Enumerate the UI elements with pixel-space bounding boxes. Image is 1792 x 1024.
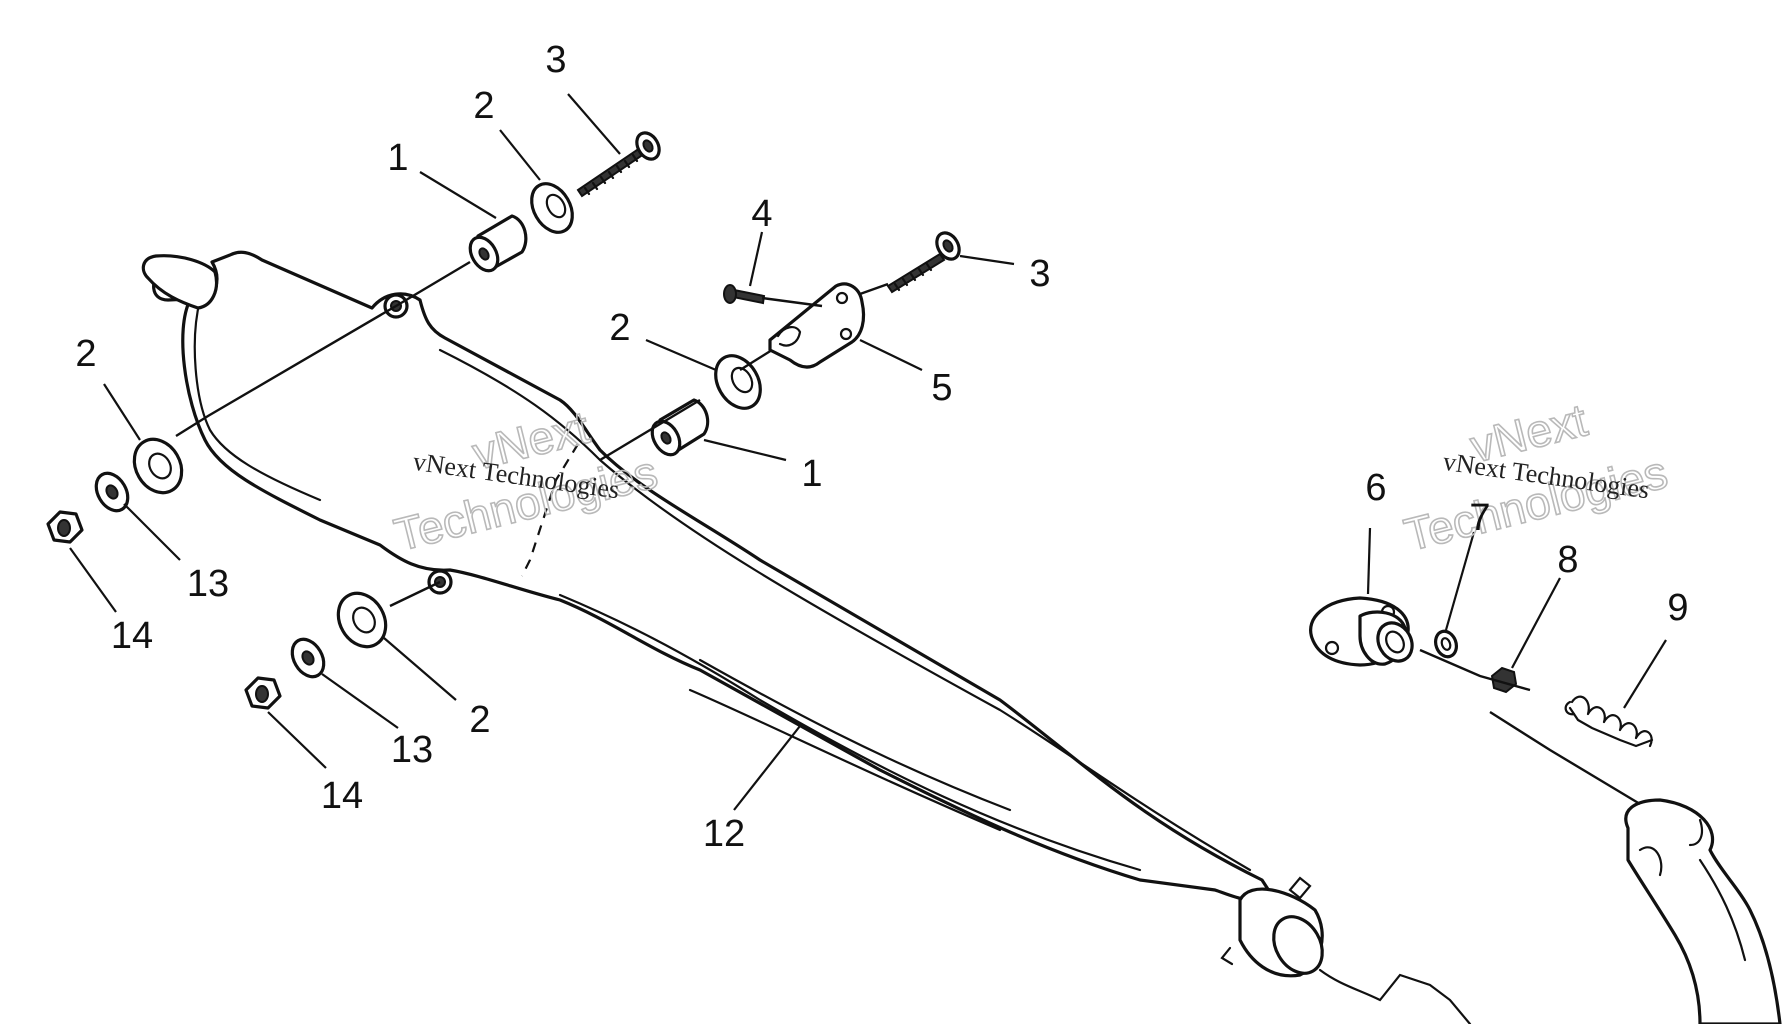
callout-5: 5 bbox=[931, 367, 952, 409]
callout-14-left: 14 bbox=[111, 615, 153, 657]
exhaust-pipe bbox=[1624, 798, 1782, 1024]
callout-6: 6 bbox=[1365, 467, 1386, 509]
middle-bracket-stack bbox=[650, 231, 961, 457]
callout-2-middle: 2 bbox=[609, 307, 630, 349]
callout-12: 12 bbox=[703, 813, 745, 855]
callout-1-middle: 1 bbox=[801, 453, 822, 495]
callout-13-lower: 13 bbox=[391, 729, 433, 771]
gasket-washer bbox=[1434, 629, 1458, 659]
callout-2-left: 2 bbox=[75, 333, 96, 375]
heat-shield bbox=[141, 250, 1472, 1024]
flange bbox=[1309, 596, 1414, 667]
callout-9: 9 bbox=[1667, 587, 1688, 629]
callout-8: 8 bbox=[1557, 539, 1578, 581]
callout-1-upper: 1 bbox=[387, 137, 408, 179]
callout-13-left: 13 bbox=[187, 563, 229, 605]
callout-7: 7 bbox=[1469, 497, 1490, 539]
callout-3-right: 3 bbox=[1029, 253, 1050, 295]
callout-2-lower: 2 bbox=[469, 699, 490, 741]
callout-3-upper: 3 bbox=[545, 39, 566, 81]
leader-lines bbox=[69, 93, 1667, 811]
callout-14-lower: 14 bbox=[321, 775, 363, 817]
callout-labels: 1 2 3 4 3 2 5 1 2 13 14 2 13 14 12 6 7 8… bbox=[75, 39, 1688, 855]
upper-grommet-stack bbox=[468, 131, 661, 273]
small-nut bbox=[1490, 666, 1518, 694]
assembly-axes bbox=[175, 260, 1641, 806]
callout-4: 4 bbox=[751, 193, 772, 235]
spring bbox=[1564, 695, 1654, 748]
callout-2-upper: 2 bbox=[473, 85, 494, 127]
left-fastener-stack bbox=[46, 437, 184, 544]
lower-fastener-stack bbox=[244, 591, 388, 710]
